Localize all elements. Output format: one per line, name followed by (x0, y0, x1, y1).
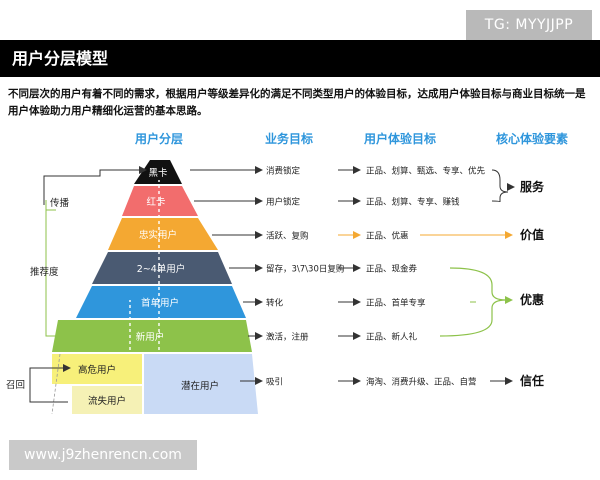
potential-label: 潜在用户 (181, 380, 219, 392)
layer-band-2 (108, 218, 218, 250)
layer-label-2: 忠实用户 (139, 229, 177, 241)
layer-band-5 (52, 320, 252, 352)
experience-goal-4: 正品、首单专享 (366, 298, 426, 309)
churned-label: 流失用户 (88, 395, 126, 407)
layer-band-4 (76, 286, 246, 318)
layer-label-4: 首单用户 (141, 297, 179, 309)
business-goal-1: 用户锁定 (266, 197, 301, 208)
layer-label-5: 新用户 (136, 331, 165, 343)
business-goal-2: 活跃、复购 (266, 231, 309, 242)
bottom-dashed-edge (51, 353, 61, 415)
recommend-bracket (45, 200, 56, 337)
watermark-top: TG: MYYJJPP (466, 10, 592, 40)
core-service: 服务 (520, 179, 545, 194)
intro-paragraph: 不同层次的用户有着不同的需求，根据用户等级差异化的满足不同类型用户的体验目标，达… (8, 88, 586, 117)
heading-core: 核心体验要素 (496, 131, 568, 146)
layer-band-3 (92, 252, 232, 284)
layer-band-1 (122, 186, 198, 216)
discount-bracket (439, 267, 507, 337)
label-recommend: 推荐度 (30, 266, 59, 278)
label-spread: 传播 (50, 197, 70, 209)
heading-layers: 用户分层 (134, 131, 183, 146)
core-discount: 优惠 (520, 292, 544, 307)
layer-label-1: 红卡 (146, 196, 166, 208)
spread-path (43, 166, 147, 205)
core-trust: 信任 (520, 373, 544, 388)
label-recall: 召回 (6, 380, 25, 391)
potential-block (144, 354, 258, 414)
page-title: 用户分层模型 (0, 40, 600, 77)
experience-goal-3: 正品、现金券 (366, 264, 418, 275)
high-risk-label: 高危用户 (78, 364, 116, 376)
layer-label-3: 2~4单用户 (137, 263, 186, 275)
goal-rows: 消费锁定正品、划算、甄选、专享、优先用户锁定正品、划算、专享、赚钱活跃、复购正品… (190, 166, 486, 388)
business-goal-bottom: 吸引 (266, 378, 283, 388)
layer-label-0: 黑卡 (148, 167, 168, 179)
service-bracket (491, 169, 509, 203)
churned-block (72, 386, 142, 414)
business-goal-4: 转化 (266, 298, 284, 309)
watermark-bottom: www.j9zhenrencn.com (9, 440, 197, 470)
core-value: 价值 (520, 227, 544, 242)
experience-goal-bottom: 海淘、消费升级、正品、自营 (366, 377, 477, 388)
experience-goal-2: 正品、优惠 (366, 231, 409, 242)
experience-goal-1: 正品、划算、专享、赚钱 (366, 197, 460, 208)
experience-goal-0: 正品、划算、甄选、专享、优先 (366, 166, 486, 177)
experience-goal-5: 正品、新人礼 (366, 332, 418, 343)
business-goal-3: 留存，3\7\30日复购 (266, 264, 344, 275)
business-goal-5: 激活，注册 (266, 332, 309, 343)
heading-business: 业务目标 (265, 131, 313, 146)
heading-experience: 用户体验目标 (363, 131, 436, 146)
business-goal-0: 消费锁定 (266, 166, 301, 177)
